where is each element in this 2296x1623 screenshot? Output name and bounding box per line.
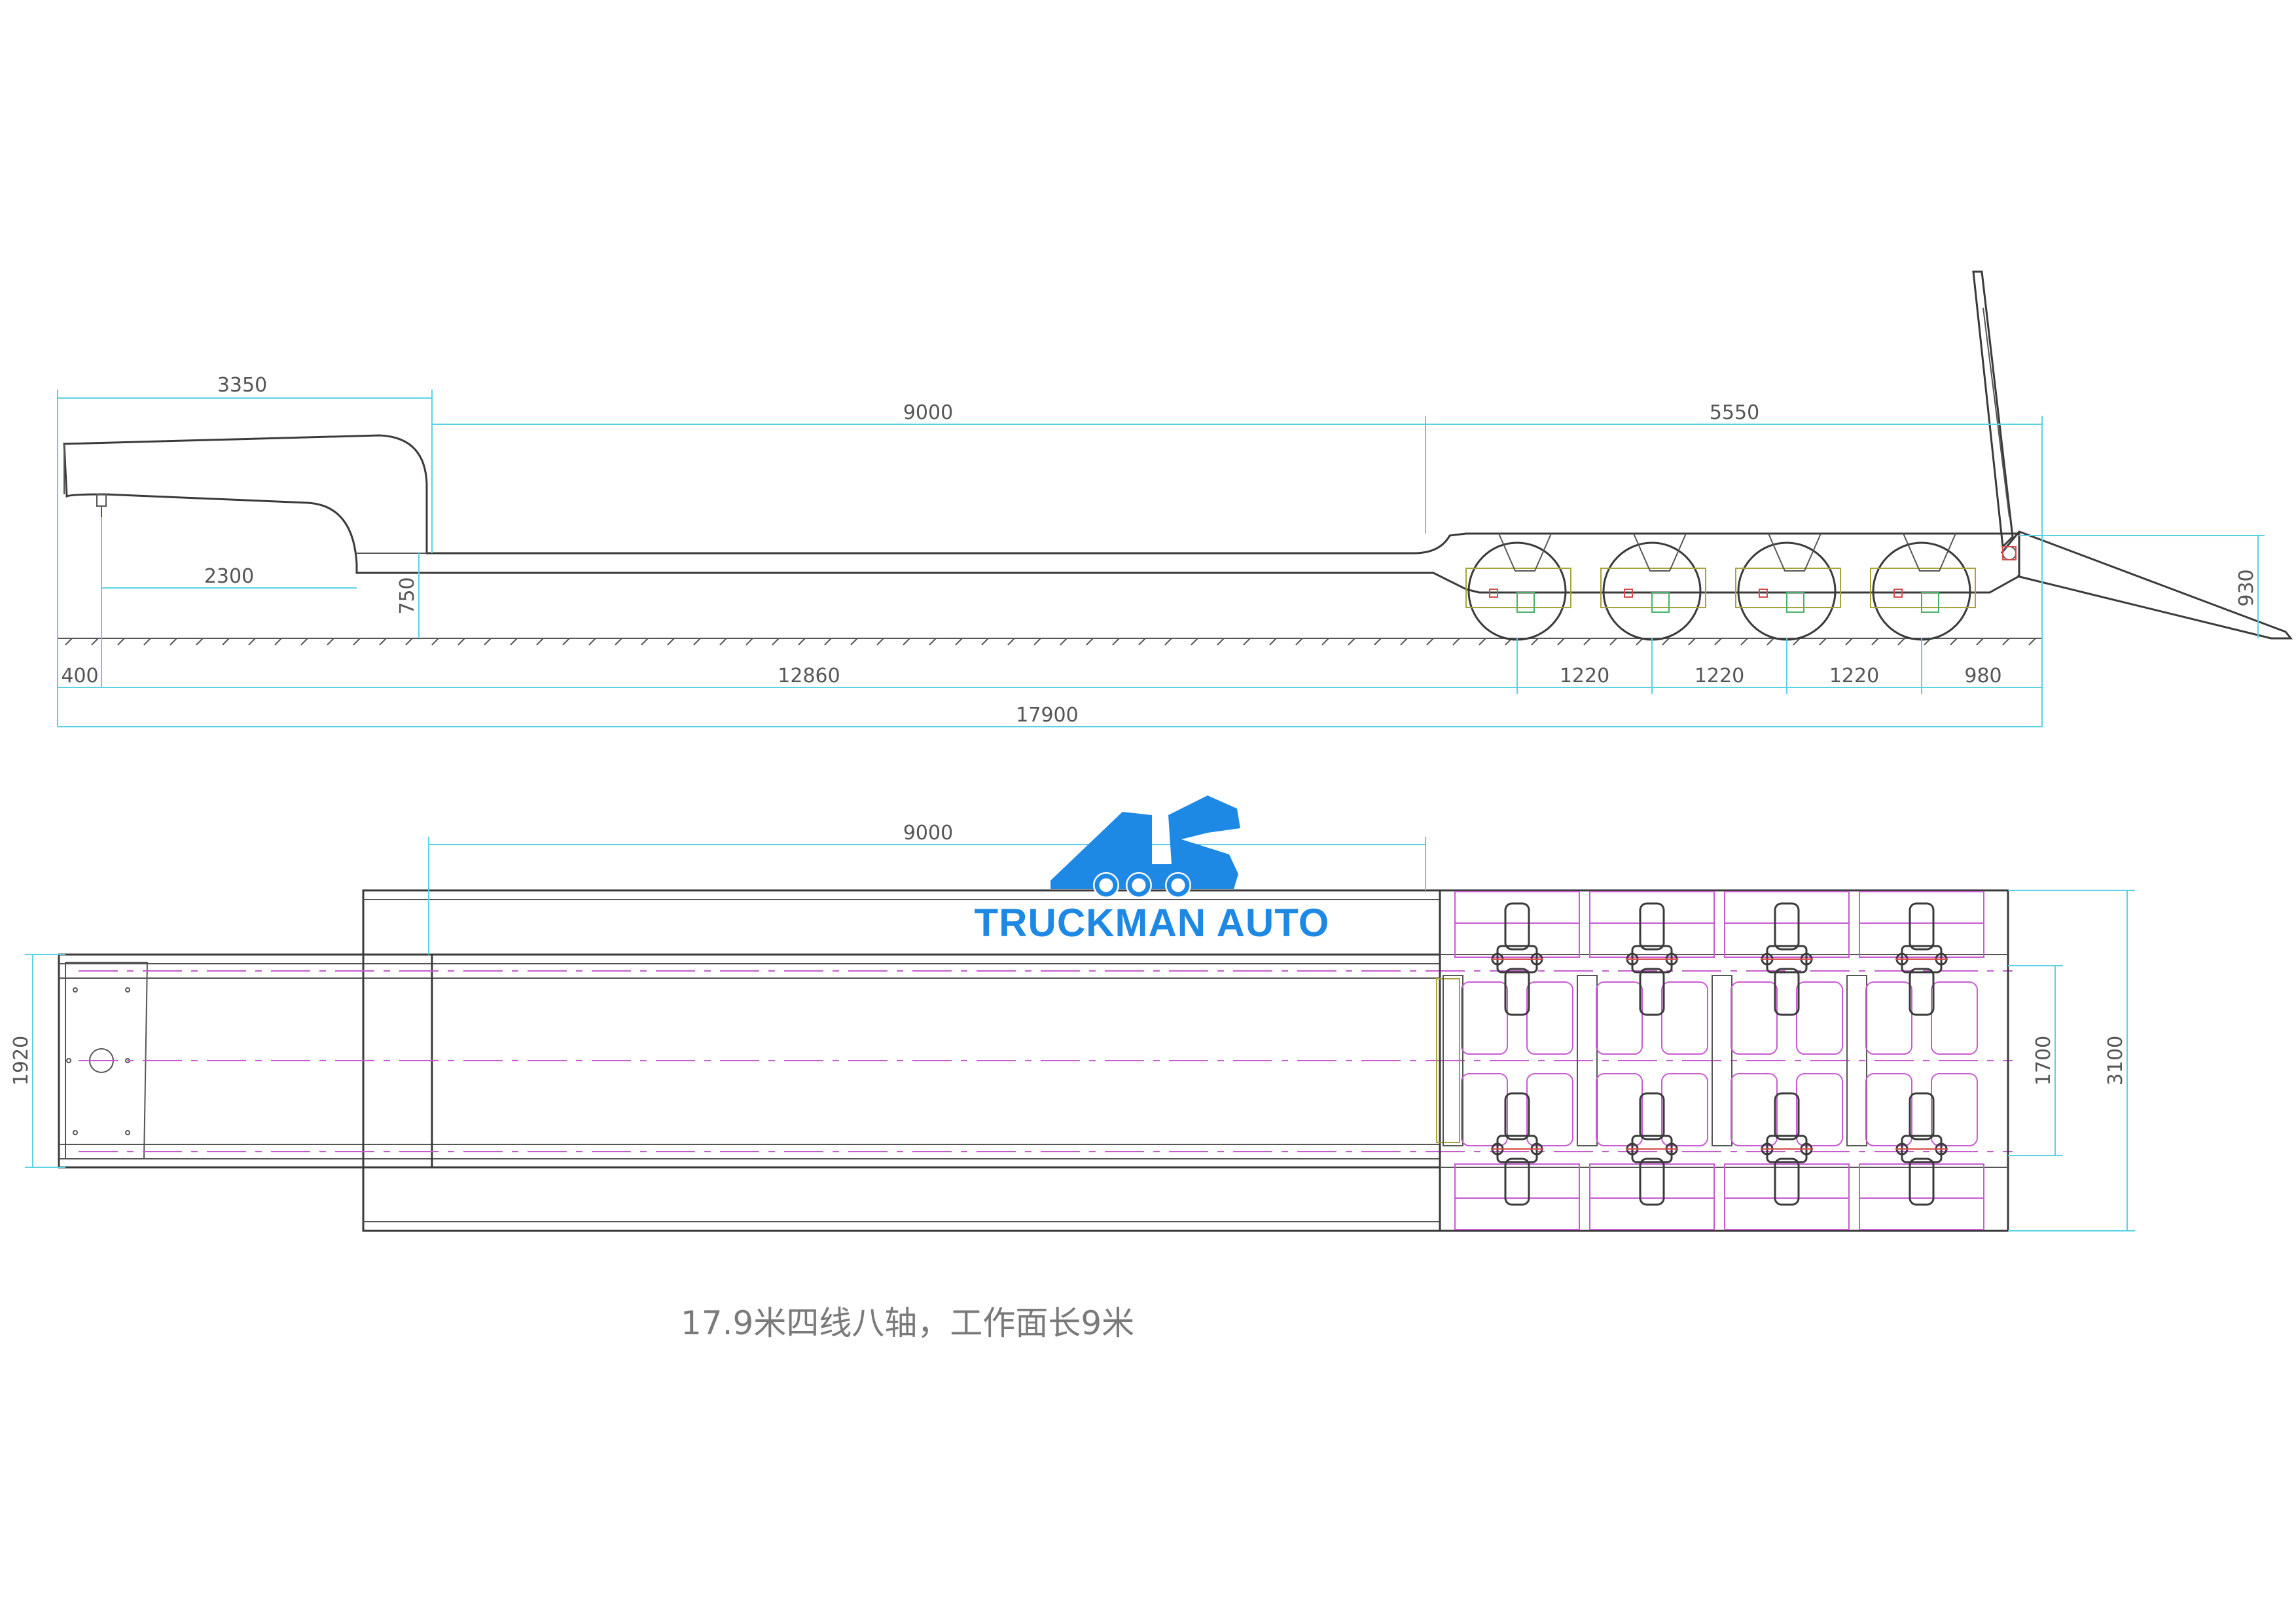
tire-top-view	[1639, 1158, 1665, 1206]
dim-gooseneck-length: 3350	[217, 374, 267, 397]
wheel-1	[1465, 533, 1571, 641]
tire-top-view	[1909, 1158, 1935, 1206]
air-bag	[1661, 981, 1708, 1055]
dim-axle-spacing-1: 1220	[1560, 665, 1609, 687]
dim-rear-overhang: 980	[1964, 665, 2001, 687]
wheel-4	[1870, 533, 1976, 641]
air-bag	[1865, 981, 1912, 1055]
tire-top-view	[1504, 1092, 1530, 1140]
air-bag	[1461, 1073, 1508, 1146]
dim-overall-length: 17900	[1016, 704, 1078, 727]
wheel-3	[1735, 533, 1841, 641]
tire-top-view	[1504, 968, 1530, 1016]
air-bag	[1796, 1073, 1843, 1146]
ground-line	[58, 638, 2042, 646]
dim-front-overhang: 400	[61, 665, 98, 687]
suspension-frame	[1454, 891, 1580, 958]
dim-deck-height: 750	[396, 577, 419, 614]
air-bag	[1796, 981, 1843, 1055]
dim-overall-width: 3100	[2104, 1036, 2127, 1085]
dim-axle-spacing-3: 1220	[1829, 665, 1879, 687]
suspension-frame	[1859, 1163, 1984, 1230]
drawing-caption: 17.9米四线八轴，工作面长9米	[681, 1304, 1134, 1342]
suspension-frame	[1589, 1163, 1715, 1230]
tire-top-view	[1774, 1092, 1800, 1140]
top-dimension-labels: 9000 1920 1700 3100	[10, 822, 2127, 1085]
truck-logo-icon	[1050, 795, 1240, 889]
dim-kingpin-to-axle: 12860	[778, 665, 840, 687]
axle-group-side	[1465, 533, 1976, 641]
tire-top-view	[1639, 902, 1665, 951]
tire-top-view	[1504, 1158, 1530, 1206]
air-bag	[1526, 981, 1573, 1055]
air-bag	[1526, 1073, 1573, 1146]
wheel-2	[1600, 533, 1706, 641]
air-bag	[1596, 1073, 1643, 1146]
tire-top-view	[1504, 902, 1530, 951]
tire-top-view	[1774, 1158, 1800, 1206]
suspension-frame	[1454, 1163, 1580, 1230]
dim-deck-length: 9000	[903, 822, 953, 845]
side-dimension-lines	[57, 390, 2265, 727]
tire-top-view	[1774, 902, 1800, 951]
dim-inner-width: 1700	[2032, 1036, 2055, 1085]
tire-top-view	[1774, 968, 1800, 1016]
tire-top-view	[1909, 968, 1935, 1016]
dim-rear-height: 930	[2235, 569, 2258, 606]
brand-logo: TRUCKMAN AUTO	[975, 795, 1330, 945]
axle-sets	[1454, 891, 1984, 1230]
suspension-frame	[1859, 891, 1984, 958]
dim-rear-section-length: 5550	[1710, 401, 1759, 424]
dim-kingpin-to-step: 2300	[204, 565, 254, 588]
top-view: 9000 1920 1700 3100	[10, 822, 2135, 1232]
trailer-side-outline	[63, 434, 2020, 594]
tire-top-view	[1909, 902, 1935, 951]
dim-deck-length-top: 9000	[903, 401, 953, 424]
air-bag	[1731, 1073, 1778, 1146]
air-bag	[1931, 981, 1978, 1055]
air-bag	[1865, 1073, 1912, 1146]
axle-module-top	[1436, 889, 2009, 1232]
air-bag	[1731, 981, 1778, 1055]
air-bag	[1661, 1073, 1708, 1146]
suspension-frame	[1589, 891, 1715, 958]
dim-axle-spacing-2: 1220	[1695, 665, 1744, 687]
suspension-frame	[1724, 891, 1850, 958]
air-bag	[1596, 981, 1643, 1055]
rear-ramp	[1972, 270, 2293, 640]
air-bag	[1931, 1073, 1978, 1146]
top-dimension-lines	[25, 837, 2135, 1231]
tire-top-view	[1639, 1092, 1665, 1140]
side-dimension-labels: 3350 9000 5550 2300 750 930 400 12860 12…	[61, 374, 2258, 727]
brand-name: TRUCKMAN AUTO	[975, 901, 1330, 945]
suspension-frame	[1724, 1163, 1850, 1230]
tire-top-view	[1639, 968, 1665, 1016]
side-view: 3350 9000 5550 2300 750 930 400 12860 12…	[57, 270, 2293, 727]
tire-top-view	[1909, 1092, 1935, 1140]
dim-gooseneck-width: 1920	[10, 1036, 33, 1085]
air-bag	[1461, 981, 1508, 1055]
